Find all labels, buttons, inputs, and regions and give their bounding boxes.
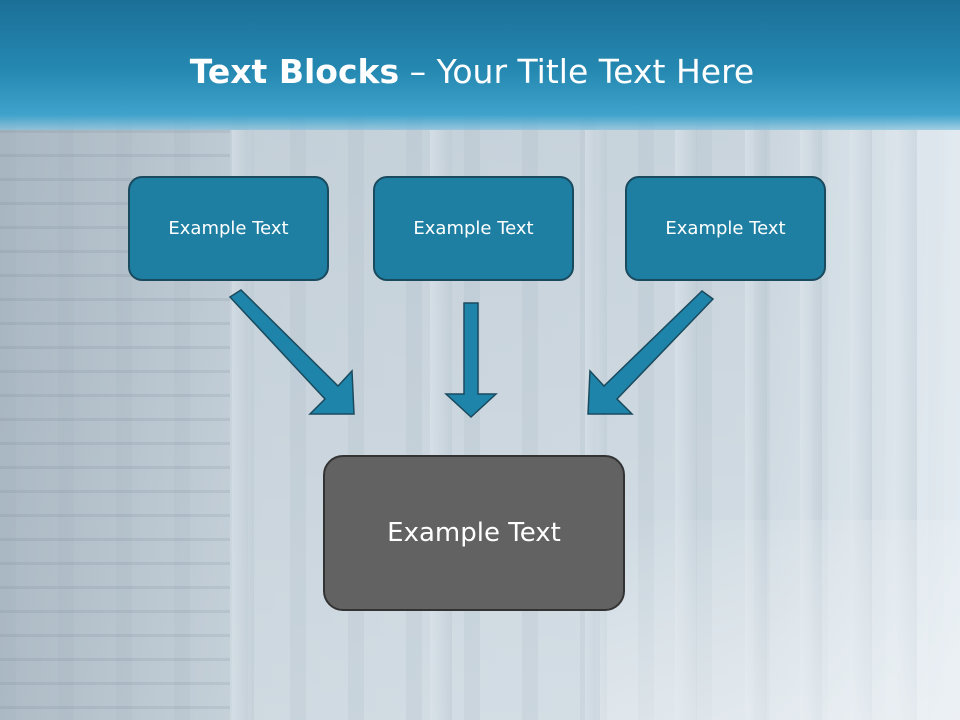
title-rest: – Your Title Text Here <box>399 52 755 91</box>
text-block-middle-label: Example Text <box>413 218 534 239</box>
text-block-bottom-label: Example Text <box>387 518 561 548</box>
text-block-left-label: Example Text <box>168 218 289 239</box>
text-block-bottom[interactable]: Example Text <box>323 455 625 611</box>
title-bar: Text Blocks – Your Title Text Here <box>0 0 960 130</box>
text-block-right[interactable]: Example Text <box>625 176 826 281</box>
slide-title: Text Blocks – Your Title Text Here <box>0 52 944 91</box>
text-block-right-label: Example Text <box>665 218 786 239</box>
title-bold: Text Blocks <box>189 52 400 91</box>
arrow-right-icon <box>587 290 715 415</box>
text-block-left[interactable]: Example Text <box>128 176 329 281</box>
text-block-middle[interactable]: Example Text <box>373 176 574 281</box>
arrow-left-icon <box>228 289 355 415</box>
arrow-down-icon <box>444 302 498 419</box>
floor-reflection <box>600 520 960 720</box>
